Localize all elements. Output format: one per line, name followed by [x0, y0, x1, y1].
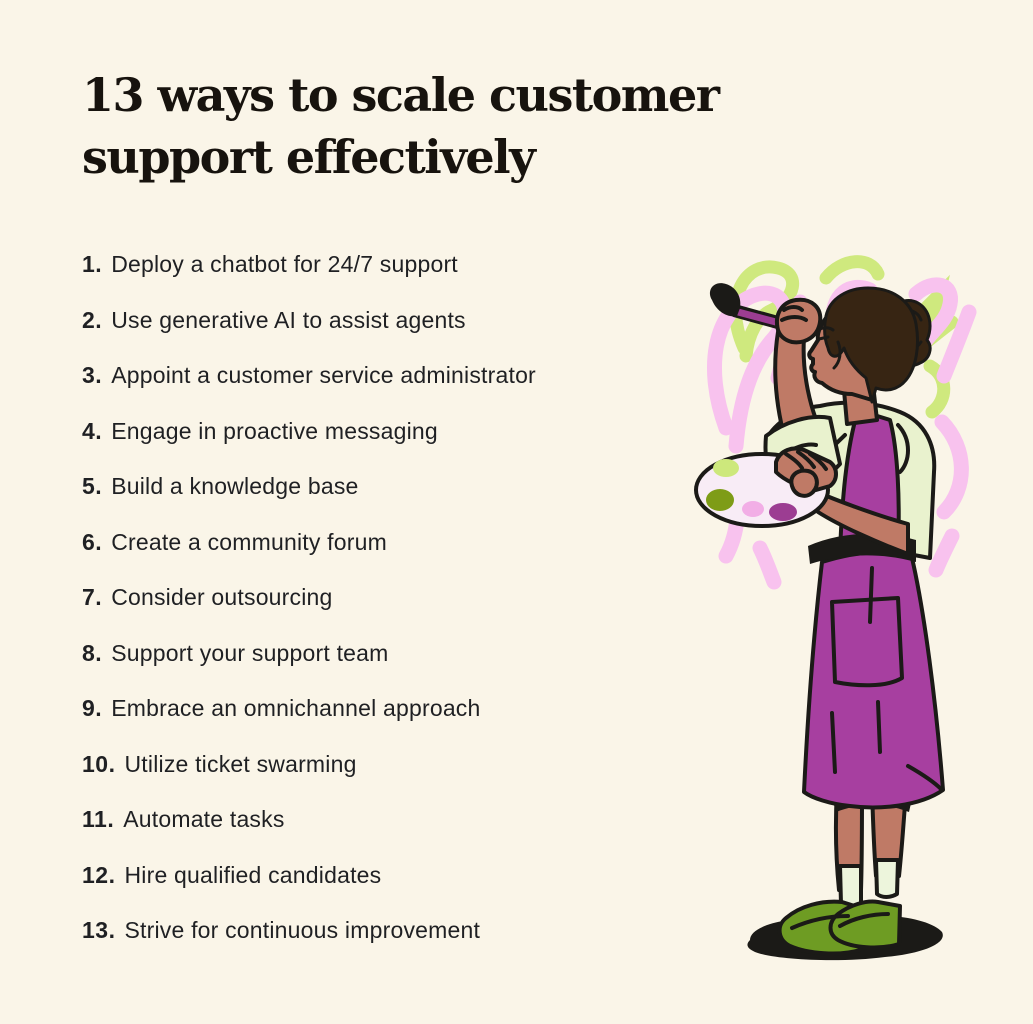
list-item-number: 2.: [82, 306, 103, 333]
list-item-number: 6.: [82, 528, 103, 555]
list-item: 11. Automate tasks: [82, 805, 702, 833]
list-item-number: 1.: [82, 251, 103, 277]
list-item-text: Utilize ticket swarming: [124, 750, 357, 777]
list-item: 5. Build a knowledge base: [82, 472, 702, 500]
palette-hand: [774, 446, 838, 498]
list-item: 4. Engage in proactive messaging: [82, 417, 702, 445]
list-item: 6. Create a community forum: [82, 528, 702, 556]
list-item-text: Embrace an omnichannel approach: [111, 695, 481, 721]
list-item-text: Strive for continuous improvement: [124, 917, 481, 943]
list-item: 13. Strive for continuous improvement: [82, 916, 702, 944]
list-item: 2. Use generative AI to assist agents: [82, 306, 702, 334]
list-item-number: 13.: [82, 917, 116, 943]
steps-list: 1. Deploy a chatbot for 24/7 support 2. Use…: [82, 250, 702, 972]
list-item-text: Deploy a chatbot for 24/7 support: [111, 251, 458, 277]
list-item-text: Hire qualified candidates: [124, 861, 382, 888]
list-item-number: 11.: [82, 806, 115, 832]
list-item-text: Use generative AI to assist agents: [111, 306, 466, 333]
list-item-number: 5.: [82, 473, 103, 499]
list-item-number: 4.: [82, 417, 103, 444]
painter-illustration: [680, 250, 990, 970]
list-item-text: Build a knowledge base: [111, 473, 359, 499]
list-item-number: 9.: [82, 695, 103, 721]
painter-apron-skirt: [802, 550, 945, 810]
list-item: 9. Embrace an omnichannel approach: [82, 694, 702, 722]
list-item-number: 3.: [82, 362, 103, 388]
list-item-text: Engage in proactive messaging: [111, 417, 438, 444]
list-item-number: 8.: [82, 639, 103, 666]
list-item-text: Consider outsourcing: [111, 584, 333, 610]
list-item-text: Appoint a customer service administrator: [111, 362, 536, 388]
list-item: 3. Appoint a customer service administrat…: [82, 361, 702, 389]
list-item: 12. Hire qualified candidates: [82, 861, 702, 889]
list-item-text: Create a community forum: [111, 528, 387, 555]
list-item-number: 10.: [82, 750, 116, 777]
list-item-text: Support your support team: [111, 639, 389, 666]
painter-hand-brush: [775, 297, 823, 345]
list-item: 10. Utilize ticket swarming: [82, 750, 702, 778]
painter-shoes: [777, 899, 902, 956]
page-title: 13 ways to scale customer support effect…: [82, 68, 720, 184]
list-item: 7. Consider outsourcing: [82, 583, 702, 611]
list-item-number: 7.: [82, 584, 103, 610]
list-item: 8. Support your support team: [82, 639, 702, 667]
list-item: 1. Deploy a chatbot for 24/7 support: [82, 250, 702, 278]
painter-head: [807, 286, 932, 426]
list-item-text: Automate tasks: [123, 806, 285, 832]
list-item-number: 12.: [82, 861, 116, 888]
